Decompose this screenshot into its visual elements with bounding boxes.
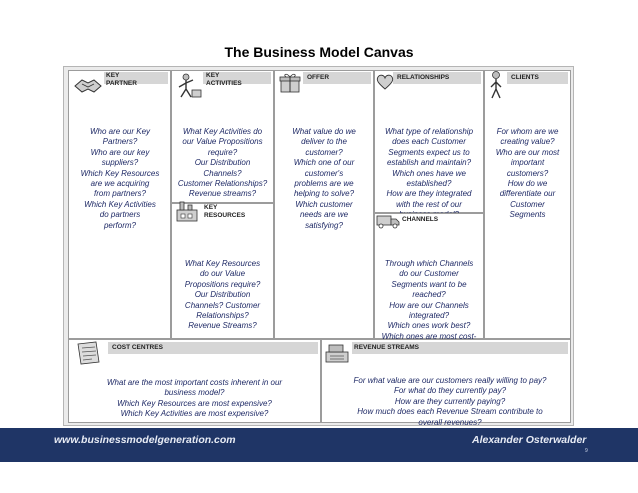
revenue-streams-questions: For what value are our customers really … [353, 376, 547, 427]
cash-register-icon [324, 342, 350, 369]
channels-heading: CHANNELS [402, 216, 439, 223]
footer-author: Alexander Osterwalder [472, 434, 587, 446]
revenue-streams-heading: REVENUE STREAMS [354, 344, 420, 351]
factory-icon [174, 198, 200, 229]
block-offer [274, 70, 374, 339]
key-partner-questions: Who are our Key Partners? Who are our ke… [80, 127, 160, 230]
key-activities-questions: What Key Activities do our Value Proposi… [177, 127, 268, 199]
heart-icon [376, 74, 394, 95]
block-key-resources [171, 203, 274, 339]
block-clients [484, 70, 571, 339]
cost-centres-heading: COST CENTRES [112, 344, 163, 351]
footer-bar [0, 428, 638, 462]
page-number: 9 [585, 448, 588, 454]
cost-centres-questions: What are the most important costs inhere… [106, 378, 283, 419]
footer-website: www.businessmodelgeneration.com [54, 434, 236, 446]
truck-icon [376, 213, 400, 234]
key-activities-heading: KEY ACTIVITIES [206, 72, 242, 87]
block-relationships [374, 70, 484, 213]
person-icon [488, 70, 504, 105]
key-resources-questions: What Key Resources do our Value Proposit… [184, 259, 261, 331]
worker-icon [175, 72, 203, 105]
clients-heading: CLIENTS [511, 74, 539, 81]
key-resources-heading: KEY RESOURCES [204, 204, 246, 219]
key-partner-heading: KEY PARTNER [106, 72, 137, 87]
gift-icon [278, 72, 302, 99]
page-title: The Business Model Canvas [224, 44, 414, 60]
relationships-heading: RELATIONSHIPS [397, 74, 450, 81]
offer-heading: OFFER [307, 74, 330, 81]
handshake-icon [73, 72, 103, 101]
receipt-icon [74, 340, 104, 371]
block-channels [374, 213, 484, 339]
offer-questions: What value do we deliver to the customer… [292, 127, 356, 230]
block-key-partner [68, 70, 171, 339]
clients-questions: For whom are we creating value? Who are … [495, 127, 560, 220]
